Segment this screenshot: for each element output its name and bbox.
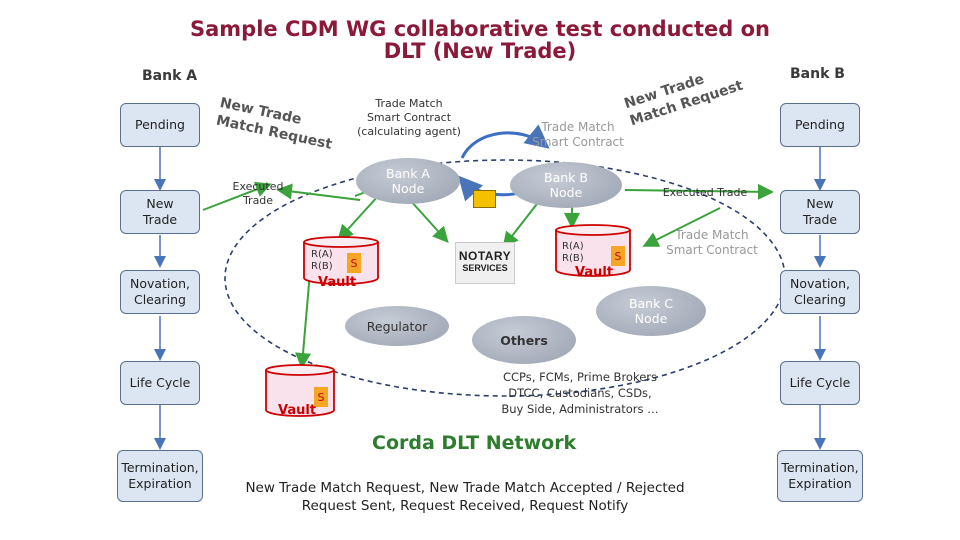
vault-a-s-marker: S <box>347 253 361 273</box>
lane-right-life-cycle: Life Cycle <box>780 361 860 405</box>
trade-match-sc-calculating-agent: Trade Match Smart Contract (calculating … <box>357 97 461 138</box>
vault-regulator-label: Vault <box>278 403 317 418</box>
vault-b-records: R(A) R(B) <box>562 241 584 264</box>
others-list: CCPs, FCMs, Prime Brokers DTCC, Custodia… <box>501 370 659 416</box>
notary-line-2: SERVICES <box>462 263 508 273</box>
vault-a-cylinder <box>303 236 379 285</box>
green-arrows <box>202 171 774 369</box>
lane-right-termination: Termination, Expiration <box>777 450 863 502</box>
footer-description: New Trade Match Request, New Trade Match… <box>245 480 685 514</box>
bank-b-node: Bank B Node <box>510 162 622 208</box>
lane-left-novation-clearing: Novation, Clearing <box>120 270 200 314</box>
bank-a-node: Bank A Node <box>356 158 460 204</box>
lane-left-pending: Pending <box>120 103 200 147</box>
lane-left-life-cycle: Life Cycle <box>120 361 200 405</box>
sc-loop-top <box>460 124 550 159</box>
vault-a-records: R(A) R(B) <box>311 249 333 272</box>
executed-trade-right: Executed Trade <box>662 186 748 199</box>
trade-match-sc-bank-b: Trade Match Smart Contract <box>532 120 624 149</box>
bank-c-node: Bank C Node <box>596 286 706 336</box>
lane-left-new-trade: New Trade <box>120 190 200 234</box>
executed-trade-left: Executed Trade <box>232 180 284 207</box>
lane-left-termination: Termination, Expiration <box>117 450 203 502</box>
lane-right-novation-clearing: Novation, Clearing <box>780 270 860 314</box>
regulator-node: Regulator <box>345 306 449 346</box>
bank-a-label: Bank A <box>142 68 198 84</box>
vault-a-label: Vault <box>318 275 357 290</box>
vault-b-label: Vault <box>575 265 614 280</box>
others-node: Others <box>472 316 576 364</box>
corda-network-label: Corda DLT Network <box>372 432 577 454</box>
lane-right-pending: Pending <box>780 103 860 147</box>
bank-b-label: Bank B <box>790 66 845 82</box>
lane-right-new-trade: New Trade <box>780 190 860 234</box>
page-title: Sample CDM WG collaborative test conduct… <box>189 17 771 63</box>
trade-match-sc-bank-c: Trade Match Smart Contract <box>666 228 758 257</box>
transaction-block <box>473 190 496 208</box>
notary-services-logo: NOTARY SERVICES <box>455 242 515 284</box>
notary-line-1: NOTARY <box>458 249 512 263</box>
vault-b-s-marker: S <box>611 246 625 266</box>
vault-regulator-s-marker: S <box>314 387 328 407</box>
